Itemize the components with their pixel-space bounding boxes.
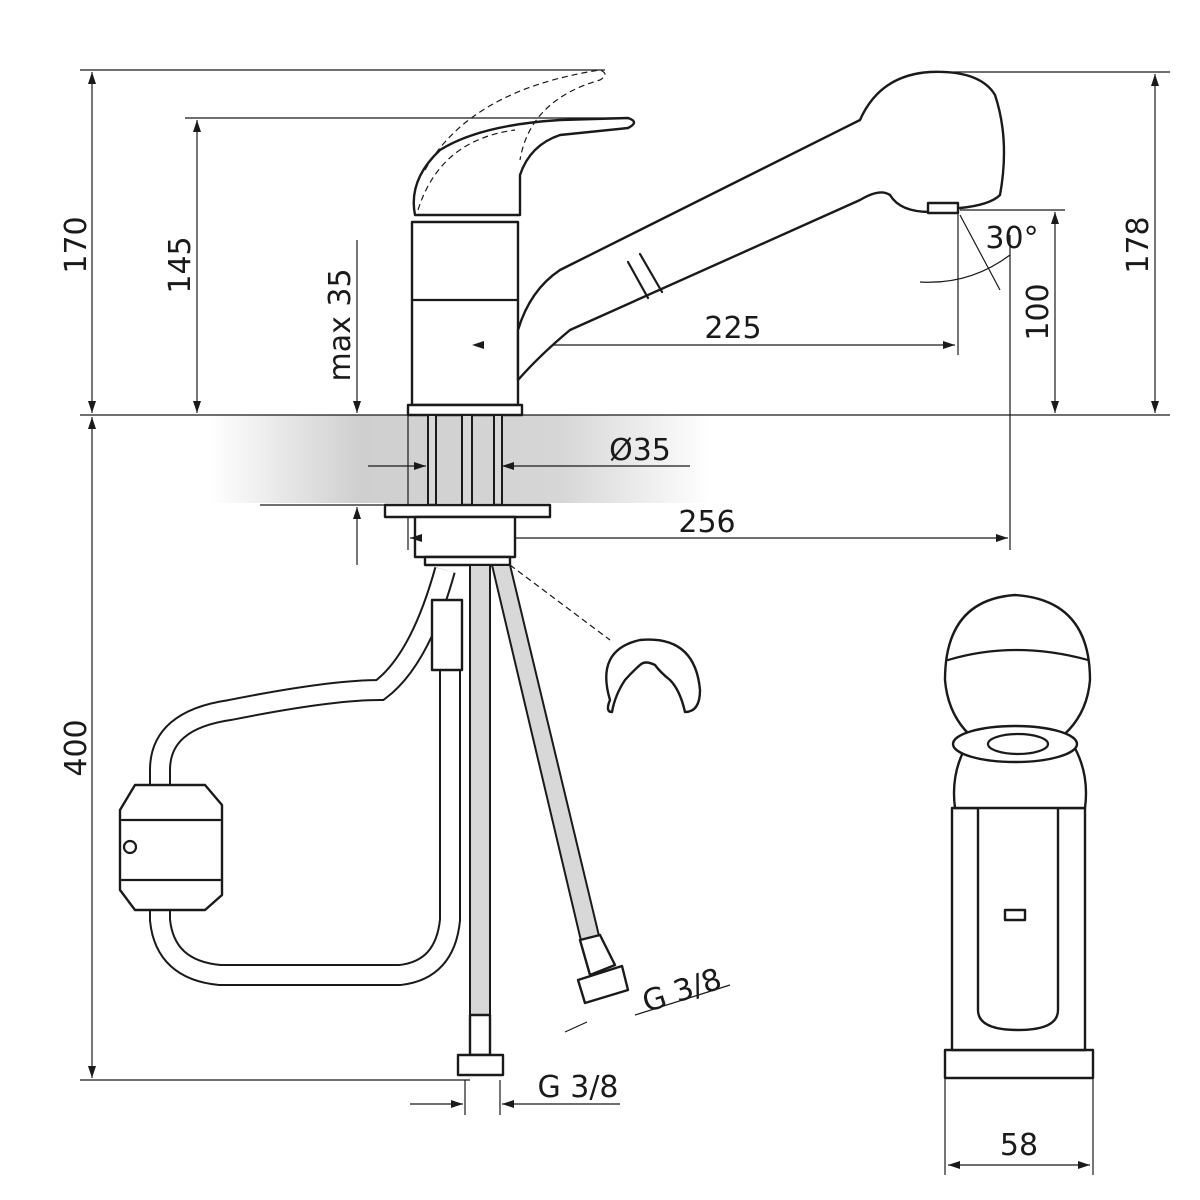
arrowheads [88,72,1159,1169]
dim-100: 100 [1021,283,1056,340]
dim-225: 225 [704,311,761,346]
dim-max-35: max 35 [323,268,358,381]
dim-g38-straight: G 3/8 [537,1070,618,1105]
dim-145: 145 [163,236,198,293]
countertop [210,415,710,503]
dim-170: 170 [59,216,94,273]
mounting-kit [383,414,552,567]
clip-leader [509,564,611,641]
dim-58: 58 [1000,1128,1038,1163]
hoses [118,564,630,1077]
retaining-clip-icon [605,638,702,714]
dim-400: 400 [59,719,94,776]
dim-30-deg: 30° [985,221,1038,256]
dim-256: 256 [678,505,735,540]
dim-g38-angled: G 3/8 [638,962,726,1020]
counterweight [118,783,224,912]
front-view [943,593,1095,1080]
dim-178: 178 [1121,216,1156,273]
dim-diameter-35: Ø35 [609,433,671,468]
faucet-body [406,69,1006,417]
